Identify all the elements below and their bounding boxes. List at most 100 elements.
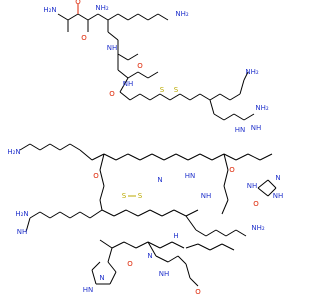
- bond: [49, 211, 61, 219]
- bond: [213, 113, 225, 121]
- bond: [219, 93, 231, 101]
- o-bottom-2: O: [195, 288, 201, 296]
- nh2-top-label: NH₂: [95, 4, 109, 12]
- bond: [169, 93, 181, 101]
- bond: [147, 71, 159, 79]
- bond: [209, 93, 221, 101]
- bond: [107, 31, 119, 41]
- bond: [179, 93, 191, 101]
- nh-ring-2: NH: [201, 192, 212, 200]
- bond: [135, 241, 149, 249]
- bond: [233, 113, 245, 121]
- o-label-1: O: [109, 90, 115, 98]
- n-ring-1: N: [157, 176, 162, 184]
- bond: [29, 143, 41, 151]
- bond: [89, 209, 103, 219]
- bond: [195, 229, 207, 237]
- bond: [157, 13, 169, 21]
- nh-label-1: NH: [123, 80, 134, 88]
- bond: [57, 13, 69, 21]
- bond: [113, 209, 127, 217]
- bond: [185, 215, 197, 231]
- bond: [149, 209, 163, 217]
- bond: [109, 271, 117, 285]
- bond: [267, 187, 277, 197]
- lys-nh2-right-label: NH₂: [245, 68, 259, 76]
- bond: [39, 143, 51, 151]
- bond: [239, 79, 245, 95]
- bond: [139, 153, 153, 161]
- bond: [151, 153, 165, 161]
- bond: [137, 209, 151, 217]
- bond: [117, 69, 129, 79]
- bond: [123, 241, 137, 249]
- bond: [205, 229, 217, 237]
- bond: [173, 209, 187, 217]
- bond: [49, 143, 61, 151]
- bond: [79, 211, 91, 219]
- bond: [99, 185, 105, 201]
- bond: [189, 277, 199, 287]
- bond: [59, 211, 71, 219]
- bond: [229, 93, 241, 101]
- bond: [115, 153, 129, 161]
- bond: [91, 261, 101, 271]
- bond: [99, 199, 103, 211]
- bond: [107, 247, 113, 263]
- arg-nh-label: NH: [251, 124, 262, 132]
- bond: [87, 13, 99, 21]
- bond: [215, 229, 227, 237]
- bond: [127, 153, 141, 161]
- arg-nh2-label: NH₂: [255, 104, 269, 112]
- arg-nh-left-label: NH: [17, 228, 28, 236]
- his-bottom-hn: HN: [83, 286, 94, 294]
- bond: [209, 99, 215, 115]
- nh-bottom-1: NH: [159, 270, 170, 278]
- bond: [129, 93, 141, 101]
- bond: [111, 241, 125, 249]
- bond: [185, 209, 199, 217]
- arg-hn-label: HN: [235, 126, 246, 134]
- bond: [185, 243, 199, 249]
- bond: [223, 153, 229, 171]
- bond: [225, 229, 237, 237]
- his-n-label: N: [275, 174, 280, 182]
- lys-nh2-lower-label: NH₂: [251, 224, 265, 232]
- bond: [147, 241, 157, 257]
- lys-nh2-label: NH₂: [175, 10, 189, 18]
- o-right-ring: O: [229, 166, 235, 174]
- bond: [119, 91, 131, 101]
- bond: [103, 153, 117, 161]
- bond: [147, 241, 161, 249]
- bond: [97, 13, 109, 21]
- bond: [137, 71, 149, 79]
- amide-h2n-label: H₂N: [43, 6, 56, 14]
- bond: [223, 185, 229, 201]
- bond: [77, 13, 89, 21]
- bond: [99, 169, 105, 187]
- bond: [125, 209, 139, 217]
- his-bottom-n: N: [99, 274, 104, 282]
- bond: [29, 211, 41, 219]
- bond: [161, 209, 175, 217]
- bond: [159, 241, 173, 249]
- bond: [175, 153, 189, 161]
- bond: [221, 199, 229, 215]
- o-bottom-1: O: [127, 260, 133, 268]
- bond: [267, 179, 277, 189]
- backbone-o-label: O: [137, 62, 143, 70]
- bond: [127, 53, 139, 61]
- bond: [211, 153, 225, 161]
- bond: [223, 169, 229, 187]
- bond: [187, 153, 201, 161]
- lys-h2n-left-label: H₂N: [7, 148, 20, 156]
- bond: [19, 143, 31, 151]
- bond: [163, 153, 177, 161]
- h-stereo-label: H: [173, 232, 178, 240]
- bond: [139, 93, 151, 101]
- bond: [147, 13, 159, 21]
- bond: [117, 53, 129, 61]
- nh-ring-right: NH: [247, 182, 258, 190]
- bond: [91, 269, 97, 285]
